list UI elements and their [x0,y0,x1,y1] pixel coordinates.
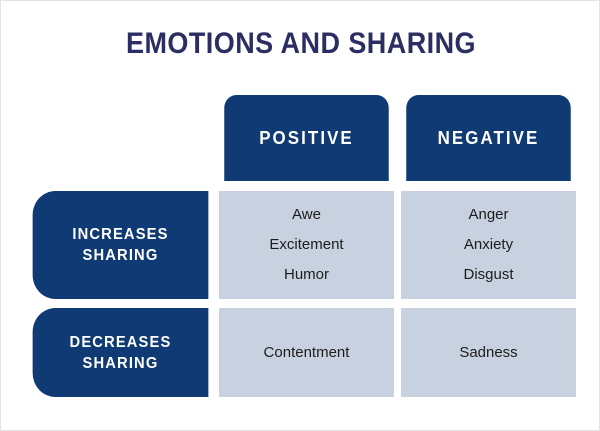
emotion-item: Sadness [459,343,518,361]
emotion-item: Awe [292,206,321,223]
column-header-positive-label: POSITIVE [259,127,354,148]
emotion-item: Anger [468,206,509,223]
cell-increases-negative: Anger Anxiety Disgust [401,191,576,299]
row-header-line-2: SHARING [82,354,159,372]
emotion-item: Disgust [463,266,514,283]
column-header-positive: POSITIVE [224,95,389,181]
row-header-decreases-sharing: DECREASES SHARING [32,308,209,397]
cell-increases-positive: Awe Excitement Humor [219,191,394,299]
column-header-negative-label: NEGATIVE [437,127,540,148]
row-header-increases-sharing-label: INCREASES SHARING [72,224,168,266]
row-header-increases-sharing: INCREASES SHARING [32,191,209,299]
row-header-line-1: DECREASES [69,333,172,351]
page-title: EMOTIONS AND SHARING [125,27,477,60]
row-header-line-2: SHARING [82,247,159,264]
emotion-item: Excitement [269,236,344,253]
column-header-negative: NEGATIVE [406,95,571,181]
emotion-item: Contentment [263,343,350,361]
emotion-item: Anxiety [463,236,514,253]
emotion-item: Humor [283,266,329,283]
cell-decreases-positive: Contentment [219,308,394,397]
emotions-sharing-matrix: POSITIVE NEGATIVE INCREASES SHARING Awe … [28,95,576,397]
row-header-line-1: INCREASES [72,226,169,243]
cell-decreases-negative: Sadness [401,308,576,397]
row-header-decreases-sharing-label: DECREASES SHARING [70,332,172,374]
